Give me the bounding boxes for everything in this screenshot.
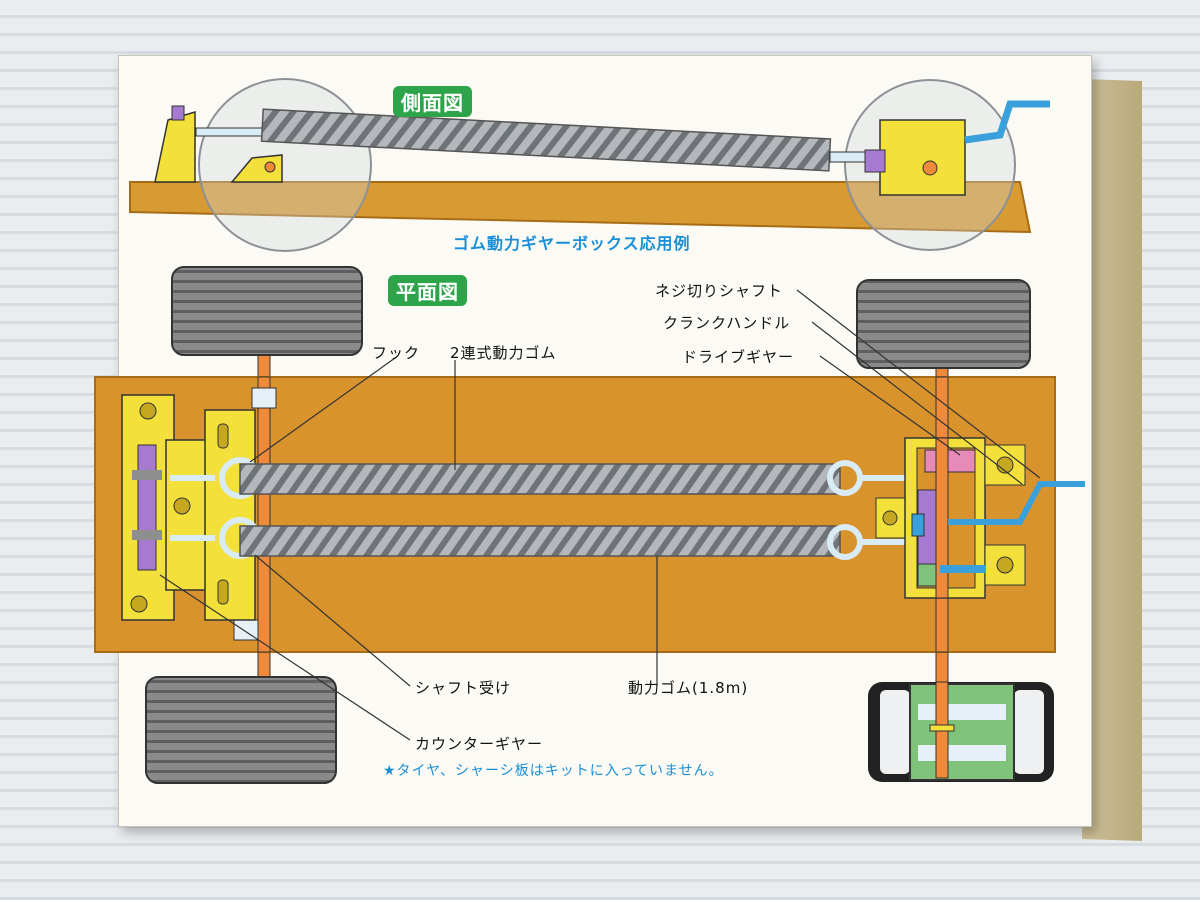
side-view-title: 側面図: [393, 86, 472, 117]
side-view-caption: ゴム動力ギヤーボックス応用例: [453, 234, 691, 253]
wheel-section: [868, 681, 1054, 782]
plan-view-title: 平面図: [388, 275, 467, 306]
side-left-post: [171, 105, 185, 121]
label-hook: フック: [372, 344, 421, 362]
label-crank-handle: クランクハンドル: [663, 314, 791, 332]
crank-handle: [948, 481, 1085, 525]
rubber-band-bottom: [239, 525, 841, 557]
drive-gear: [924, 449, 976, 473]
left-gear-bracket: [121, 394, 256, 621]
label-threaded-shaft: ネジ切りシャフト: [655, 282, 784, 300]
label-counter-gear: カウンターギヤー: [415, 735, 544, 753]
tire-top-right: [856, 279, 1031, 369]
kit-note: ★タイヤ、シャーシ板はキットに入っていません。: [383, 763, 724, 779]
side-zoom-left: [198, 78, 372, 252]
side-crank: [964, 100, 1050, 144]
label-double-rubber: 2連式動力ゴム: [450, 344, 557, 362]
side-board: [129, 181, 1032, 234]
label-rubber-length: 動力ゴム(1.8m): [628, 679, 749, 697]
side-right-gearbox: [879, 119, 966, 196]
plan-view: [94, 266, 1085, 784]
tire-bottom-left: [145, 676, 337, 784]
shaft-bearing-top: [251, 387, 277, 409]
right-gearbox: [875, 437, 1085, 599]
label-drive-gear: ドライブギヤー: [682, 348, 795, 366]
tire-top-left: [171, 266, 363, 356]
side-left-bracket: [154, 110, 196, 183]
leader-lines: [159, 289, 1041, 741]
label-shaft-bearing: シャフト受け: [415, 679, 512, 697]
rubber-band-top: [239, 463, 841, 495]
side-view: [129, 78, 1050, 252]
